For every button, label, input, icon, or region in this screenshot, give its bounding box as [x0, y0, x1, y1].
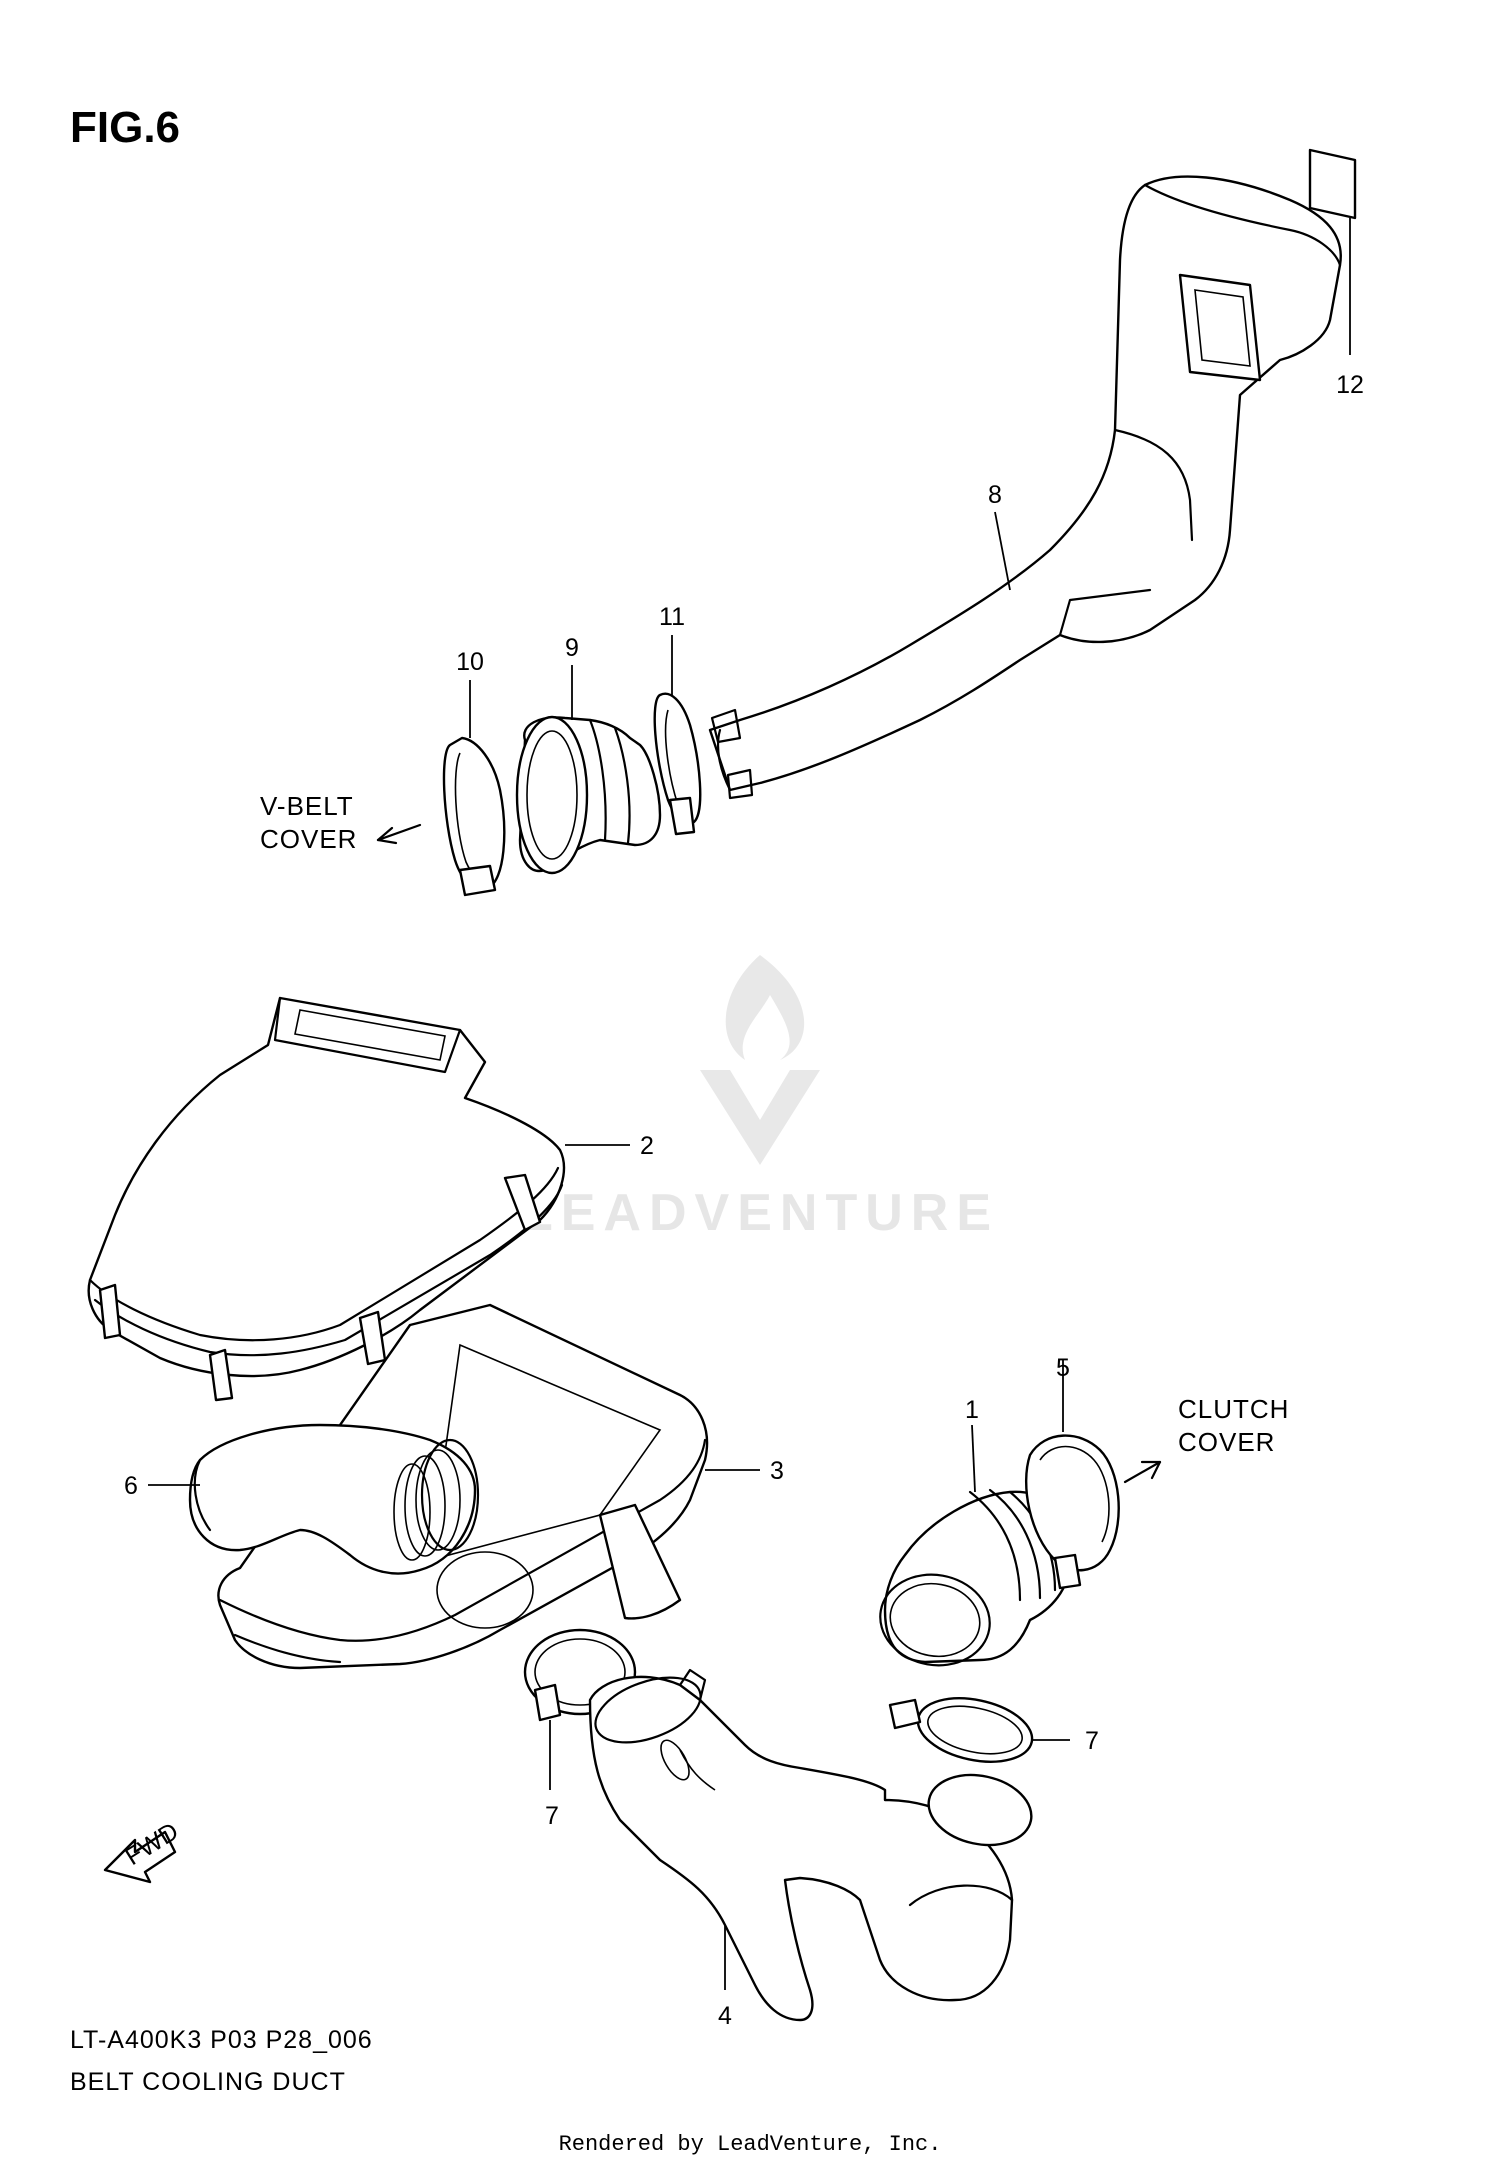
part-12-label[interactable] [1308, 148, 1357, 355]
callout-7-left: 7 [545, 1802, 559, 1830]
callout-5: 5 [1056, 1354, 1070, 1382]
model-code: LT-A400K3 P03 P28_006 [70, 2026, 373, 2054]
callout-9: 9 [565, 634, 579, 662]
callout-6: 6 [124, 1472, 138, 1500]
part-8-upper-duct[interactable] [708, 175, 1342, 800]
callout-3: 3 [770, 1457, 784, 1485]
callout-11: 11 [659, 603, 685, 631]
callout-7-right: 7 [1085, 1727, 1099, 1755]
watermark-text: LEADVENTURE [521, 1184, 999, 1242]
part-7-clamp-right[interactable] [888, 1689, 1070, 1854]
fwd-arrow: FWD [103, 1817, 183, 1884]
clutch-cover-pointer [1123, 1460, 1162, 1484]
clutch-label-line1: CLUTCH [1178, 1394, 1289, 1424]
v-belt-label-line1: V-BELT [260, 791, 354, 821]
callout-8: 8 [988, 481, 1002, 509]
part-11-clamp[interactable] [653, 635, 702, 836]
v-belt-label-line2: COVER [260, 824, 357, 854]
callout-2: 2 [640, 1132, 654, 1160]
figure-title: FIG.6 [70, 103, 180, 152]
v-belt-cover-pointer [376, 823, 422, 845]
render-credit: Rendered by LeadVenture, Inc. [559, 2132, 942, 2157]
watermark: LEADVENTURE [521, 955, 999, 1242]
figure-caption: BELT COOLING DUCT [70, 2068, 346, 2096]
part-9-boot[interactable] [515, 665, 662, 875]
part-2-cover[interactable] [87, 996, 630, 1402]
clutch-label-line2: COVER [1178, 1427, 1275, 1457]
callout-12: 12 [1336, 371, 1364, 399]
part-10-clamp[interactable] [442, 680, 506, 897]
part-6-elbow-hose[interactable] [148, 1423, 480, 1575]
callout-1: 1 [965, 1396, 979, 1424]
callout-10: 10 [456, 648, 484, 676]
part-5-clamp[interactable] [1024, 1360, 1120, 1590]
callout-4: 4 [718, 2002, 732, 2030]
part-4-lower-duct[interactable] [587, 1665, 1014, 2022]
